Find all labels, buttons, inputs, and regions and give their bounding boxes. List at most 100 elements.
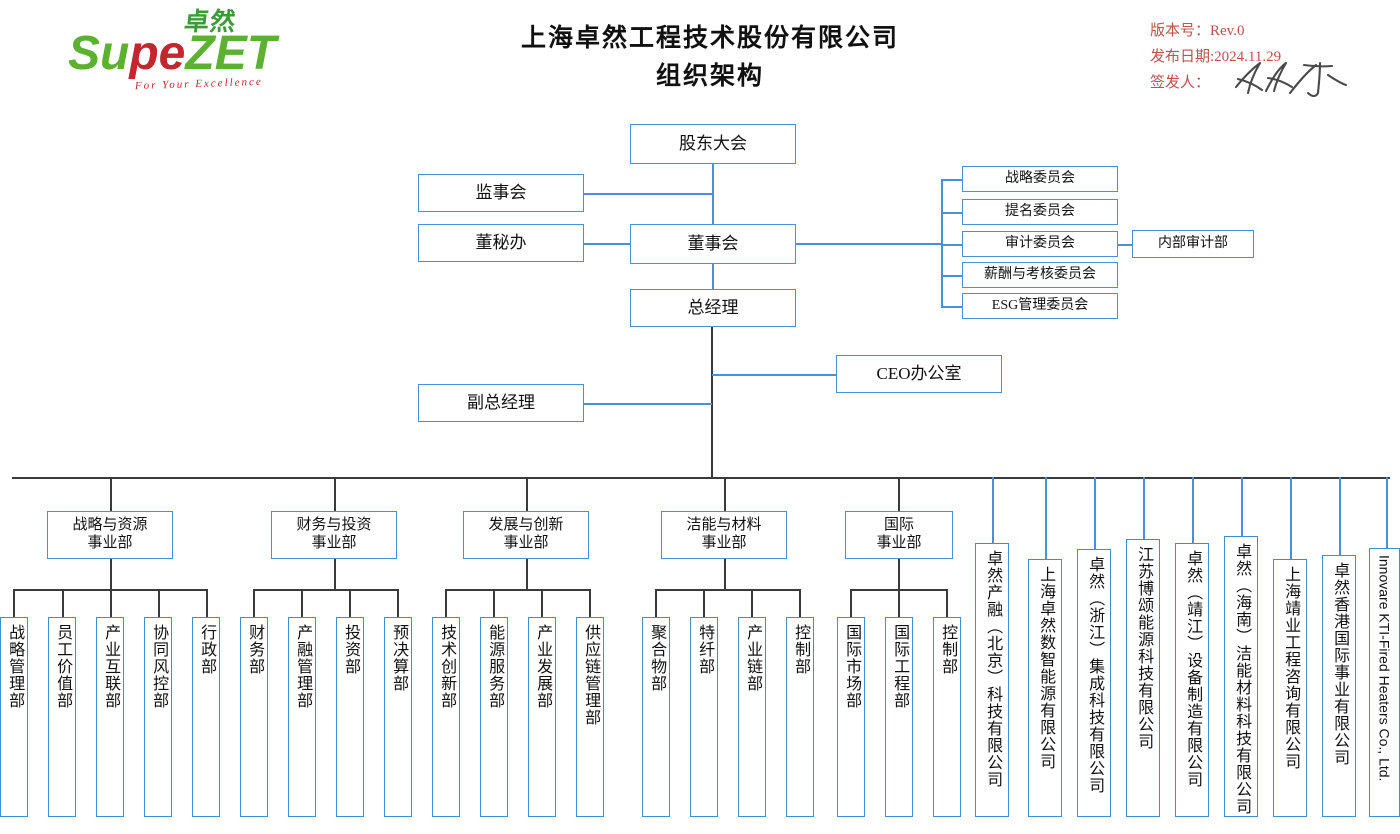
- department-label: 员工价值部: [54, 624, 72, 709]
- connector-bus-to-division-5: [898, 477, 900, 511]
- connector-dept-drop: [946, 589, 948, 617]
- connector-board-to-gm: [712, 264, 714, 289]
- node-department-investment[interactable]: 投资部: [336, 617, 364, 817]
- subsidiary-label: 卓然（靖江）设备制造有限公司: [1184, 550, 1202, 788]
- connector-division-4-bus: [655, 589, 801, 591]
- node-board-secretary-office[interactable]: 董秘办: [418, 224, 584, 262]
- issuer-row: 签发人：: [1150, 61, 1380, 98]
- node-committee-strategy[interactable]: 战略委员会: [962, 166, 1118, 192]
- node-department-collaborative-risk-control[interactable]: 协同风控部: [144, 617, 172, 817]
- connector-trunk-to-ceo-office: [712, 374, 836, 376]
- connector-dept-drop: [206, 589, 208, 617]
- subsidiary-label: 上海卓然数智能源有限公司: [1037, 566, 1055, 770]
- release-date-label: 发布日期:2024.11.29: [1150, 49, 1282, 65]
- department-label: 产业发展部: [534, 624, 552, 709]
- node-department-polymer[interactable]: 聚合物部: [642, 617, 670, 817]
- connector-committee-audit: [941, 244, 962, 246]
- node-subsidiary-shanghai-jingye-consulting[interactable]: 上海靖业工程咨询有限公司: [1273, 559, 1307, 817]
- node-label: 提名委员会: [1005, 203, 1075, 219]
- division-label-line2: 事业部: [311, 535, 357, 551]
- connector-secretary-to-board: [584, 243, 630, 245]
- connector-bus-to-subsidiary-4: [1143, 477, 1145, 539]
- node-department-technology-innovation[interactable]: 技术创新部: [432, 617, 460, 817]
- connector-dept-drop: [13, 589, 15, 617]
- node-division-clean-energy-materials[interactable]: 洁能与材料 事业部: [661, 511, 787, 559]
- connector-dept-drop: [301, 589, 303, 617]
- connector-dept-drop: [62, 589, 64, 617]
- connector-deputy-to-trunk: [584, 403, 712, 405]
- connector-committee-nomination: [941, 212, 962, 214]
- connector-dept-drop: [397, 589, 399, 617]
- node-division-development-innovation[interactable]: 发展与创新 事业部: [463, 511, 589, 559]
- node-department-strategy-management[interactable]: 战略管理部: [0, 617, 28, 817]
- node-ceo-office[interactable]: CEO办公室: [836, 355, 1002, 393]
- node-subsidiary-zhuoran-hainan-materials[interactable]: 卓然（海南）洁能材料科技有限公司: [1224, 536, 1258, 817]
- node-department-administration[interactable]: 行政部: [192, 617, 220, 817]
- department-label: 投资部: [342, 624, 360, 675]
- node-division-finance-investment[interactable]: 财务与投资 事业部: [271, 511, 397, 559]
- node-label: 总经理: [687, 298, 739, 318]
- node-department-specialty-fiber[interactable]: 特纤部: [690, 617, 718, 817]
- node-department-industry-finance-management[interactable]: 产融管理部: [288, 617, 316, 817]
- connector-committee-esg: [941, 306, 962, 308]
- connector-bus-to-division-4: [724, 477, 726, 511]
- connector-dept-drop: [158, 589, 160, 617]
- division-label-line1: 战略与资源: [72, 517, 148, 534]
- connector-bus-to-subsidiary-7: [1290, 477, 1292, 559]
- node-subsidiary-zhuoran-hongkong-international[interactable]: 卓然香港国际事业有限公司: [1322, 555, 1356, 817]
- node-department-finance[interactable]: 财务部: [240, 617, 268, 817]
- connector-audit-to-internal-audit: [1118, 244, 1132, 246]
- node-division-international[interactable]: 国际 事业部: [845, 511, 953, 559]
- node-label: 监事会: [475, 183, 527, 203]
- node-department-energy-services[interactable]: 能源服务部: [480, 617, 508, 817]
- connector-shareholders-to-board: [712, 164, 714, 224]
- node-general-manager[interactable]: 总经理: [630, 289, 796, 327]
- node-subsidiary-jiangsu-bosong-energy[interactable]: 江苏博颂能源科技有限公司: [1126, 539, 1160, 817]
- node-committee-nomination[interactable]: 提名委员会: [962, 199, 1118, 225]
- connector-gm-trunk: [711, 327, 713, 477]
- division-label-line2: 事业部: [503, 535, 549, 551]
- node-board-of-directors[interactable]: 董事会: [630, 224, 796, 264]
- node-deputy-general-manager[interactable]: 副总经理: [418, 384, 584, 422]
- node-label: 内部审计部: [1158, 235, 1228, 251]
- node-supervisory-board[interactable]: 监事会: [418, 174, 584, 212]
- issuer-label: 签发人：: [1150, 75, 1211, 91]
- department-label: 聚合物部: [648, 624, 666, 692]
- node-committee-audit[interactable]: 审计委员会: [962, 231, 1118, 257]
- node-subsidiary-innovare-kti-fired-heaters[interactable]: Innovare KTI-Fired Heaters Co., Ltd.: [1369, 548, 1400, 817]
- department-label: 产业互联部: [102, 624, 120, 709]
- subsidiary-label: 上海靖业工程咨询有限公司: [1282, 566, 1300, 770]
- division-label-line2: 事业部: [701, 535, 747, 551]
- node-department-international-market[interactable]: 国际市场部: [837, 617, 865, 817]
- node-division-strategy-resources[interactable]: 战略与资源 事业部: [47, 511, 173, 559]
- node-shareholders-meeting[interactable]: 股东大会: [630, 124, 796, 164]
- division-label-line1: 国际: [883, 517, 914, 534]
- department-label: 国际工程部: [891, 624, 909, 709]
- node-department-budget-settlement[interactable]: 预决算部: [384, 617, 412, 817]
- node-department-international-control[interactable]: 控制部: [933, 617, 961, 817]
- node-department-industry-chain[interactable]: 产业链部: [738, 617, 766, 817]
- connector-dept-drop: [445, 589, 447, 617]
- node-subsidiary-zhuoran-jingjiang-equipment[interactable]: 卓然（靖江）设备制造有限公司: [1175, 543, 1209, 817]
- subsidiary-label: Innovare KTI-Fired Heaters Co., Ltd.: [1376, 555, 1393, 782]
- node-internal-audit-department[interactable]: 内部审计部: [1132, 230, 1254, 258]
- node-committee-remuneration[interactable]: 薪酬与考核委员会: [962, 262, 1118, 288]
- node-label: 董秘办: [475, 233, 527, 253]
- connector-bus-to-subsidiary-9: [1386, 477, 1388, 548]
- node-committee-esg[interactable]: ESG管理委员会: [962, 293, 1118, 319]
- node-subsidiary-shanghai-shuzhi-energy[interactable]: 上海卓然数智能源有限公司: [1028, 559, 1062, 817]
- connector-bus-to-subsidiary-6: [1241, 477, 1243, 536]
- node-subsidiary-zhuoran-zhejiang-integration[interactable]: 卓然（浙江）集成科技有限公司: [1077, 549, 1111, 817]
- department-label: 供应链管理部: [582, 624, 600, 726]
- node-department-industry-development[interactable]: 产业发展部: [528, 617, 556, 817]
- node-subsidiary-zhuoran-chanrong-beijing[interactable]: 卓然产融（北京）科技有限公司: [975, 543, 1009, 817]
- node-department-employee-value[interactable]: 员工价值部: [48, 617, 76, 817]
- node-department-supply-chain-management[interactable]: 供应链管理部: [576, 617, 604, 817]
- node-department-international-engineering[interactable]: 国际工程部: [885, 617, 913, 817]
- department-label: 行政部: [198, 624, 216, 675]
- page-title-line1: 上海卓然工程技术股份有限公司: [520, 25, 899, 52]
- node-department-control[interactable]: 控制部: [786, 617, 814, 817]
- node-department-industrial-internet[interactable]: 产业互联部: [96, 617, 124, 817]
- division-label-line2: 事业部: [87, 535, 133, 551]
